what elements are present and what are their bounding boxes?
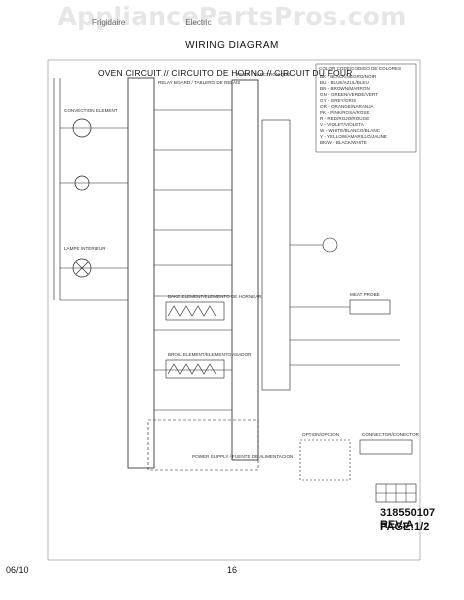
power-supply-label: POWER SUPPLY / FUENTE DE ALIMENTACION xyxy=(192,454,293,459)
legend-item: Y - YELLOW/AMARILLO/JAUNE xyxy=(320,134,387,139)
meat-probe-label: MEAT PROBE xyxy=(350,292,380,297)
legend-title: COLOR CODE/CODIGO DE COLORES xyxy=(319,66,401,71)
part-number: 318550107 REV:A xyxy=(380,507,436,531)
footer-page-number: 16 xyxy=(226,565,237,575)
footer-date: 06/10 xyxy=(6,565,29,575)
broil-element-box xyxy=(165,359,225,379)
broil-label: BROIL ELEMENT/ELEMENTO ASADOR xyxy=(168,352,252,357)
legend-item: GN - GREEN/VERDE/VERT xyxy=(320,92,378,97)
connector-label: CONNECTOR/CONECTOR xyxy=(362,432,420,437)
connector-box xyxy=(359,439,413,455)
legend-item: PK - PINK/ROSA/ROSE xyxy=(320,110,370,115)
diagram-title: WIRING DIAGRAM xyxy=(185,40,279,51)
legend-item: BK - BLACK/NEGRO/NOIR xyxy=(320,74,377,79)
relay-board-label: RELAY BOARD / TABLERO DE RELAIS xyxy=(158,80,240,85)
option-label: OPTION/OPCION xyxy=(302,432,339,437)
meat-probe-box xyxy=(349,299,391,315)
legend-box xyxy=(315,63,417,153)
brand-strip-right: Electric xyxy=(185,18,212,27)
legend-item: W - WHITE/BLANCO/BLANC xyxy=(320,128,381,133)
bake-label: BAKE ELEMENT/ELEMENTO DE HORNEAR xyxy=(168,294,262,299)
control-board-box xyxy=(231,79,259,461)
option-box xyxy=(299,439,351,481)
legend-item: V - VIOLET/VIOLETA xyxy=(320,122,365,127)
watermark: AppliancePartsPros.com xyxy=(57,2,407,31)
bake-element-box xyxy=(165,301,225,321)
connector-column xyxy=(261,119,291,391)
door-lock-motor xyxy=(322,237,338,253)
legend-item: BU - BLUE/AZUL/BLEU xyxy=(320,80,369,85)
convection-label: CONVECTION ELEMENT xyxy=(64,108,118,113)
legend-item: GY - GREY/GRIS xyxy=(320,98,356,103)
lamp-label: LAMPE INTERIEUR xyxy=(64,246,106,251)
brand-strip: Frigidaire Electric xyxy=(86,18,382,30)
control-board-label: TIMER / ELECTRONIQUE xyxy=(236,72,290,77)
legend-item: BN - BROWN/MARRON xyxy=(320,86,370,91)
legend-item: R - RED/ROJO/ROUGE xyxy=(320,116,369,121)
diagram-border xyxy=(47,59,421,561)
circuit-subtitle: OVEN CIRCUIT // CIRCUITO DE HORNO // CIR… xyxy=(98,68,353,78)
brand-strip-left: Frigidaire xyxy=(92,18,126,27)
legend-item: OR - ORANGE/NARANJA xyxy=(320,104,375,109)
legend-item: BK/W - BLACK/WHITE xyxy=(320,140,367,145)
power-supply-box xyxy=(147,419,259,471)
page-indicator: PAGE:1/2 xyxy=(380,521,430,533)
relay-board-box xyxy=(127,77,155,469)
